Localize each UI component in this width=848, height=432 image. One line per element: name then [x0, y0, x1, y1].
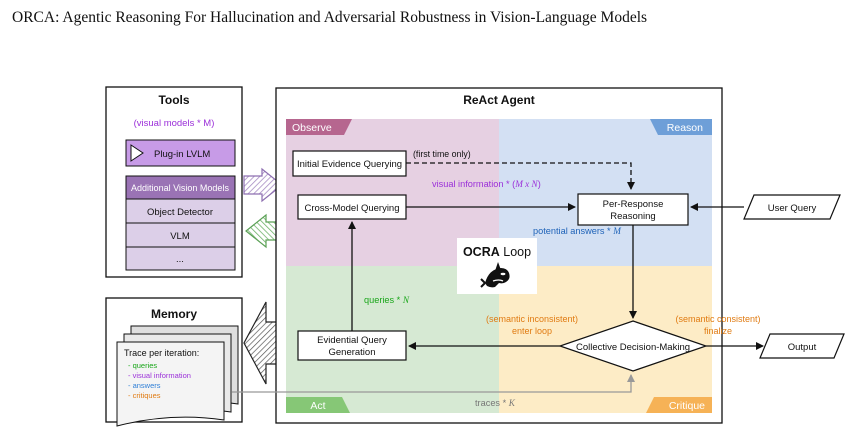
vlm-item[interactable]	[125, 222, 236, 248]
consistent-label-2: finalize	[704, 326, 732, 336]
user-query-node: User Query	[743, 194, 841, 220]
visual-models-label: (visual models * M)	[134, 118, 215, 129]
reason-tab-label: Reason	[667, 122, 703, 134]
additional-models-label: Additional Vision Models	[131, 183, 229, 193]
critique-tab	[646, 397, 712, 413]
evidential-label-2: Generation	[328, 347, 375, 358]
ocra-loop-title: OCRA Loop	[463, 245, 531, 259]
act-tab	[286, 397, 350, 413]
to-agent-hatched-arrow	[243, 167, 283, 203]
cross-model-node: Cross-Model Querying	[297, 194, 407, 220]
per-response-label-2: Reasoning	[610, 211, 655, 222]
react-agent-panel: ReAct Agent Observe Reason Act Critique …	[275, 87, 761, 424]
memory-item: - queries	[128, 361, 157, 370]
evidential-query-node: Evidential Query Generation	[297, 330, 407, 361]
evidential-label-1: Evidential Query	[317, 335, 387, 346]
inconsistent-label-2: enter loop	[512, 326, 552, 336]
ellipsis-label: ...	[176, 254, 184, 265]
cross-model-label: Cross-Model Querying	[304, 203, 399, 214]
paper-header: ORCA: Agentic Reasoning For Hallucinatio…	[12, 9, 648, 26]
decision-node: Collective Decision-Making	[558, 320, 708, 372]
potential-answers-label: potential answers * M	[533, 226, 622, 236]
inconsistent-label-1: (semantic inconsistent)	[486, 314, 578, 324]
plugin-lvlm-button[interactable]: Plug-in LVLM	[125, 139, 236, 167]
memory-item: - critiques	[128, 391, 161, 400]
output-node: Output	[759, 333, 845, 359]
vlm-label: VLM	[170, 231, 190, 242]
memory-panel: Memory Trace per iteration: - queries- v…	[105, 297, 243, 427]
memory-title: Memory	[151, 307, 197, 321]
memory-item: - answers	[128, 381, 161, 390]
tools-title: Tools	[158, 93, 189, 107]
critique-tab-label: Critique	[669, 400, 705, 412]
traces-label: traces * K	[475, 398, 516, 408]
visual-information-label: visual information * (M x N)	[432, 179, 541, 189]
more-models-item[interactable]	[125, 246, 236, 271]
reason-tab	[650, 119, 712, 135]
output-label: Output	[788, 342, 817, 353]
trace-title: Trace per iteration:	[124, 348, 199, 358]
initial-to-reasoning-edge	[406, 162, 635, 190]
per-response-label-1: Per-Response	[603, 199, 664, 210]
play-icon	[130, 144, 144, 162]
object-detector-label: Object Detector	[147, 207, 213, 218]
first-time-only-label: (first time only)	[413, 149, 471, 159]
act-tab-label: Act	[310, 400, 325, 412]
per-response-node: Per-Response Reasoning	[577, 193, 689, 226]
initial-evidence-label: Initial Evidence Querying	[297, 159, 402, 170]
queries-label: queries * N	[364, 295, 410, 305]
trace-document-icon	[116, 341, 225, 427]
decision-label: Collective Decision-Making	[576, 342, 690, 353]
additional-vision-models-list: Additional Vision Models Object Detector…	[125, 175, 236, 271]
plugin-lvlm-label: Plug-in LVLM	[154, 149, 210, 160]
consistent-label-1: (semantic consistent)	[675, 314, 760, 324]
traces-edge	[232, 374, 635, 393]
observe-tab-label: Observe	[292, 122, 332, 134]
orca-whale-icon	[480, 262, 510, 288]
memory-item: - visual information	[128, 371, 191, 380]
agent-title: ReAct Agent	[463, 93, 535, 107]
ocra-loop-card: OCRA Loop	[457, 238, 537, 294]
object-detector-item[interactable]	[125, 198, 236, 224]
observe-tab	[286, 119, 352, 135]
initial-evidence-node: Initial Evidence Querying	[292, 150, 407, 177]
user-query-label: User Query	[768, 203, 817, 214]
memory-trace-items: - queries- visual information- answers- …	[128, 361, 191, 400]
tools-panel: Tools (visual models * M) Plug-in LVLM A…	[105, 86, 243, 278]
